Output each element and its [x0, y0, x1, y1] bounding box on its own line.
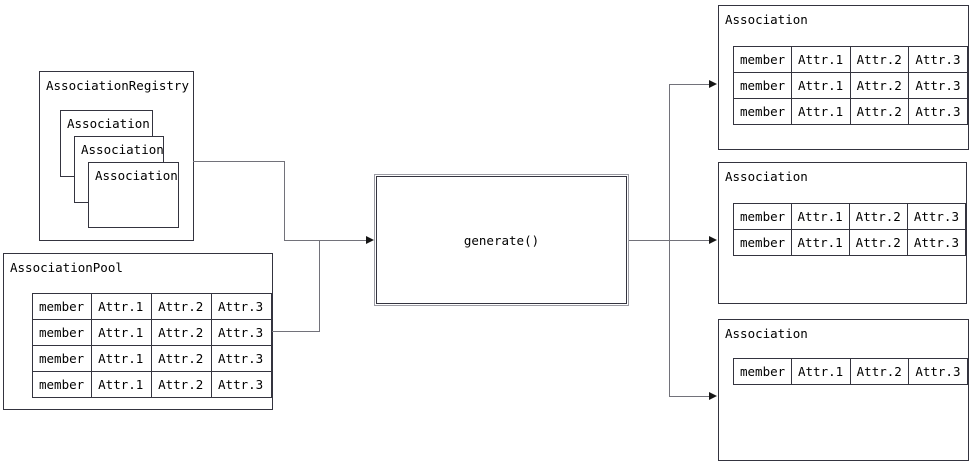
attr2-cell: Attr.2 — [849, 98, 910, 125]
member-cell: member — [733, 358, 792, 385]
attr2-cell: Attr.2 — [151, 293, 213, 320]
association-card-label: Association — [95, 168, 178, 183]
association-registry-title: AssociationRegistry — [46, 78, 189, 93]
table-row: member Attr.1 Attr.2 Attr.3 — [733, 46, 968, 73]
attr1-cell: Attr.1 — [791, 46, 851, 73]
table-row: member Attr.1 Attr.2 Attr.3 — [733, 98, 968, 125]
attr1-cell: Attr.1 — [91, 293, 153, 320]
table-row: member Attr.1 Attr.2 Attr.3 — [733, 72, 968, 99]
member-cell: member — [733, 72, 792, 99]
member-cell: member — [733, 98, 792, 125]
table-row: member Attr.1 Attr.2 Attr.3 — [31, 293, 272, 320]
attr1-cell: Attr.1 — [91, 319, 153, 346]
attr3-cell: Attr.3 — [211, 345, 272, 372]
attr1-cell: Attr.1 — [791, 72, 851, 99]
connector-pool-vertical — [319, 240, 320, 332]
attr2-cell: Attr.2 — [151, 345, 213, 372]
attr3-cell: Attr.3 — [211, 371, 272, 398]
attr3-cell: Attr.3 — [906, 229, 967, 256]
attr3-cell: Attr.3 — [908, 358, 968, 385]
table-row: member Attr.1 Attr.2 Attr.3 — [733, 203, 967, 230]
connector-registry-vertical — [284, 161, 285, 241]
association-output-title: Association — [725, 12, 808, 27]
association-output-table: member Attr.1 Attr.2 Attr.3 member Attr.… — [733, 203, 967, 256]
attr3-cell: Attr.3 — [211, 293, 272, 320]
member-cell: member — [31, 371, 93, 398]
association-card-label: Association — [81, 142, 164, 157]
attr1-cell: Attr.1 — [91, 345, 153, 372]
table-row: member Attr.1 Attr.2 Attr.3 — [31, 345, 272, 372]
association-pool-box: AssociationPool member Attr.1 Attr.2 Att… — [3, 253, 273, 410]
member-cell: member — [31, 319, 93, 346]
association-output-title: Association — [725, 326, 808, 341]
table-row: member Attr.1 Attr.2 Attr.3 — [31, 371, 272, 398]
attr2-cell: Attr.2 — [848, 203, 908, 230]
attr3-cell: Attr.3 — [908, 46, 968, 73]
connector-branch-top — [669, 84, 710, 85]
association-output-table: member Attr.1 Attr.2 Attr.3 — [733, 358, 968, 385]
member-cell: member — [733, 229, 792, 256]
attr2-cell: Attr.2 — [849, 72, 910, 99]
association-output-box-1: Association member Attr.1 Attr.2 Attr.3 … — [718, 5, 969, 150]
association-output-box-2: Association member Attr.1 Attr.2 Attr.3 … — [718, 162, 967, 304]
generate-box-inner: generate() — [376, 176, 627, 304]
attr1-cell: Attr.1 — [791, 98, 851, 125]
attr3-cell: Attr.3 — [211, 319, 272, 346]
arrow-right-icon — [709, 392, 717, 400]
attr2-cell: Attr.2 — [151, 319, 213, 346]
attr2-cell: Attr.2 — [848, 229, 908, 256]
attr2-cell: Attr.2 — [849, 46, 910, 73]
attr2-cell: Attr.2 — [849, 358, 910, 385]
connector-branch-bottom — [669, 396, 710, 397]
generate-label: generate() — [463, 232, 540, 248]
member-cell: member — [31, 293, 93, 320]
attr3-cell: Attr.3 — [906, 203, 967, 230]
association-card-label: Association — [67, 116, 150, 131]
attr1-cell: Attr.1 — [91, 371, 153, 398]
association-pool-table: member Attr.1 Attr.2 Attr.3 member Attr.… — [31, 293, 272, 398]
attr2-cell: Attr.2 — [151, 371, 213, 398]
attr3-cell: Attr.3 — [908, 98, 968, 125]
attr1-cell: Attr.1 — [790, 229, 850, 256]
table-row: member Attr.1 Attr.2 Attr.3 — [733, 229, 967, 256]
table-row: member Attr.1 Attr.2 Attr.3 — [31, 319, 272, 346]
attr1-cell: Attr.1 — [790, 203, 850, 230]
table-row: member Attr.1 Attr.2 Attr.3 — [733, 358, 968, 385]
connector-branch-vertical — [669, 84, 670, 397]
connector-registry-horizontal — [193, 161, 285, 162]
connector-into-generate — [284, 240, 367, 241]
arrow-right-icon — [709, 80, 717, 88]
association-card: Association — [88, 162, 179, 228]
arrow-right-icon — [366, 236, 374, 244]
association-output-table: member Attr.1 Attr.2 Attr.3 member Attr.… — [733, 46, 968, 125]
member-cell: member — [733, 203, 792, 230]
association-output-title: Association — [725, 169, 808, 184]
member-cell: member — [31, 345, 93, 372]
arrow-right-icon — [709, 236, 717, 244]
generate-box: generate() — [374, 174, 629, 306]
attr3-cell: Attr.3 — [908, 72, 968, 99]
member-cell: member — [733, 46, 792, 73]
association-pool-title: AssociationPool — [10, 260, 123, 275]
association-registry-box: AssociationRegistry Association Associat… — [39, 71, 194, 241]
connector-pool-horizontal — [272, 331, 320, 332]
attr1-cell: Attr.1 — [791, 358, 851, 385]
association-output-box-3: Association member Attr.1 Attr.2 Attr.3 — [718, 319, 969, 461]
